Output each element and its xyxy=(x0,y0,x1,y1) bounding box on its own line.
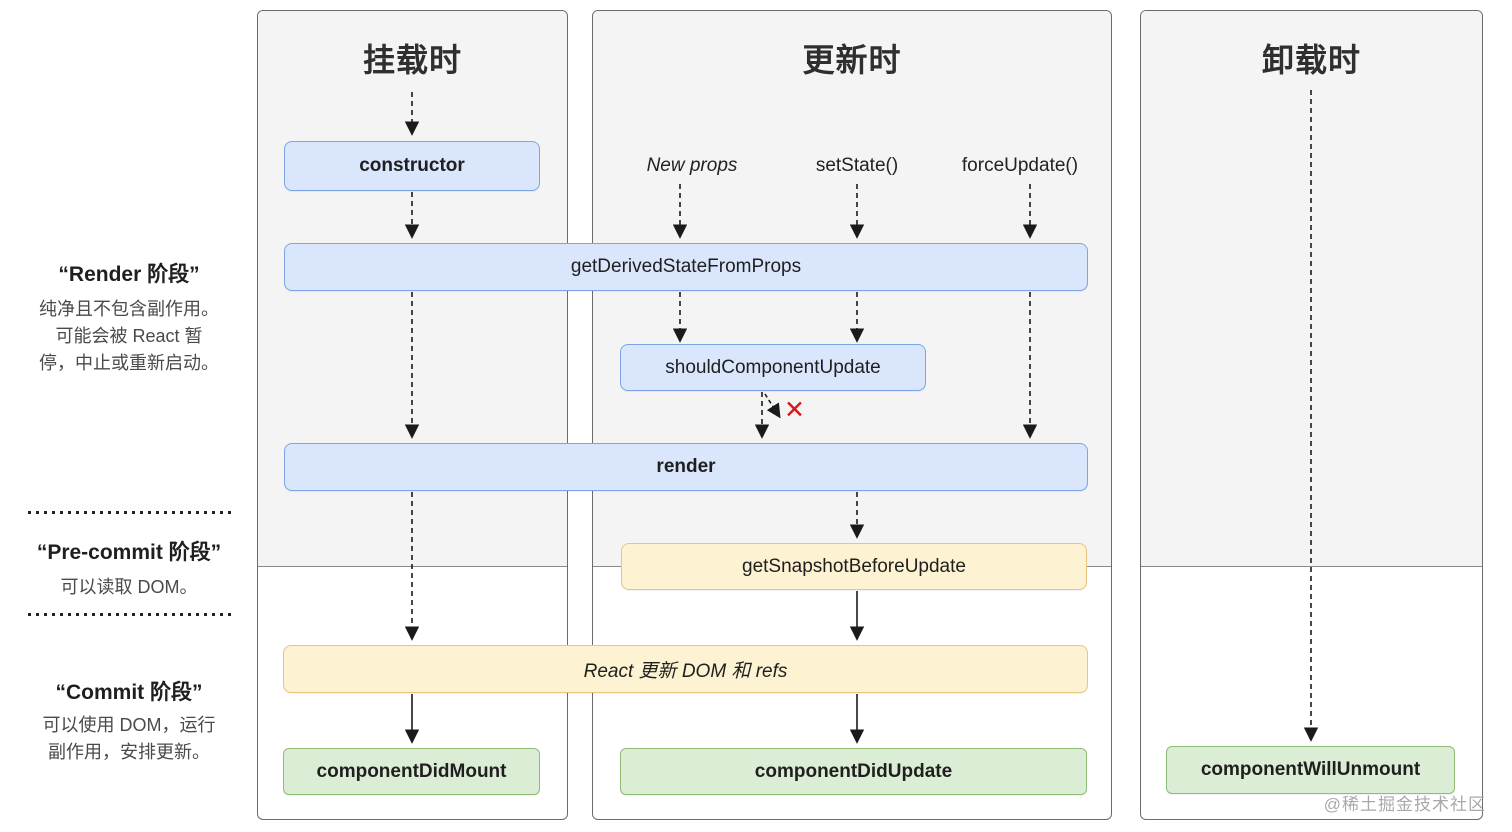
phase-separator xyxy=(28,511,232,514)
render-phase-region xyxy=(1141,11,1482,567)
commit-phase-description: 可以使用 DOM，运行 副作用，安排更新。 xyxy=(18,712,240,766)
node-get-snapshot-before-update: getSnapshotBeforeUpdate xyxy=(621,543,1087,590)
node-render: render xyxy=(284,443,1088,491)
column-unmounting: 卸载时 xyxy=(1140,10,1483,820)
phase-separator xyxy=(28,613,232,616)
render-phase-desc-line: 纯净且不包含副作用。 xyxy=(39,299,219,319)
render-phase-title: “Render 阶段” xyxy=(58,263,200,286)
trigger-setstate: setState() xyxy=(815,155,899,176)
column-unmounting-title: 卸载时 xyxy=(1261,42,1361,78)
commit-phase-desc-line: 副作用，安排更新。 xyxy=(48,742,210,762)
node-component-will-unmount: componentWillUnmount xyxy=(1166,746,1455,794)
node-get-derived-state-from-props: getDerivedStateFromProps xyxy=(284,243,1088,291)
node-react-updates-dom: React 更新 DOM 和 refs xyxy=(283,645,1088,693)
precommit-phase-title: “Pre-commit 阶段” xyxy=(36,541,222,564)
render-phase-desc-line: 可能会被 React 暂 xyxy=(55,326,203,346)
column-mounting-title: 挂载时 xyxy=(362,42,462,78)
commit-phase-desc-line: 可以使用 DOM，运行 xyxy=(42,715,216,735)
column-updating-title: 更新时 xyxy=(802,42,902,78)
node-should-component-update: shouldComponentUpdate xyxy=(620,344,926,391)
render-phase-desc-line: 停，中止或重新启动。 xyxy=(39,353,219,373)
commit-phase-title: “Commit 阶段” xyxy=(55,681,203,704)
column-mounting: 挂载时 xyxy=(257,10,568,820)
skip-update-x-mark: ✕ xyxy=(784,396,805,424)
trigger-new-props: New props xyxy=(646,155,738,176)
render-phase-description: 纯净且不包含副作用。 可能会被 React 暂 停，中止或重新启动。 xyxy=(18,296,240,377)
precommit-phase-description: 可以读取 DOM。 xyxy=(18,574,240,601)
phase-sidebar: “Render 阶段” 纯净且不包含副作用。 可能会被 React 暂 停，中止… xyxy=(18,0,240,832)
precommit-phase-desc-line: 可以读取 DOM。 xyxy=(60,577,198,597)
trigger-forceupdate: forceUpdate() xyxy=(961,155,1079,176)
node-constructor: constructor xyxy=(284,141,540,191)
watermark: @稀土掘金技术社区 xyxy=(1323,795,1486,814)
node-component-did-mount: componentDidMount xyxy=(283,748,540,795)
node-component-did-update: componentDidUpdate xyxy=(620,748,1087,795)
column-updating: 更新时 xyxy=(592,10,1112,820)
